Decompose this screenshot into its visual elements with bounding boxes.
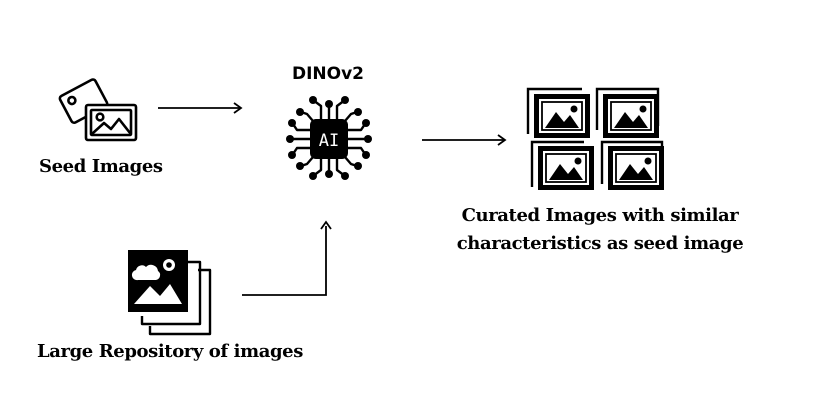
seed-images-label: Seed Images [39, 156, 163, 177]
seed-to-model-arrow [158, 102, 243, 114]
repository-to-model-arrow [242, 220, 332, 296]
ai-chip-icon: AI [286, 96, 372, 180]
output-label-line1: Curated Images with similar [461, 205, 739, 226]
output-label: Curated Images with similar characterist… [440, 202, 760, 258]
image-grid-icon [526, 87, 665, 191]
model-label: DINOv2 [291, 64, 365, 84]
chip-text: AI [319, 131, 339, 151]
image-stack-icon [128, 250, 212, 336]
output-label-line2: characteristics as seed image [456, 233, 744, 254]
repository-label: Large Repository of images [37, 341, 303, 362]
model-to-output-arrow [422, 134, 507, 146]
image-cards-icon [58, 78, 138, 142]
